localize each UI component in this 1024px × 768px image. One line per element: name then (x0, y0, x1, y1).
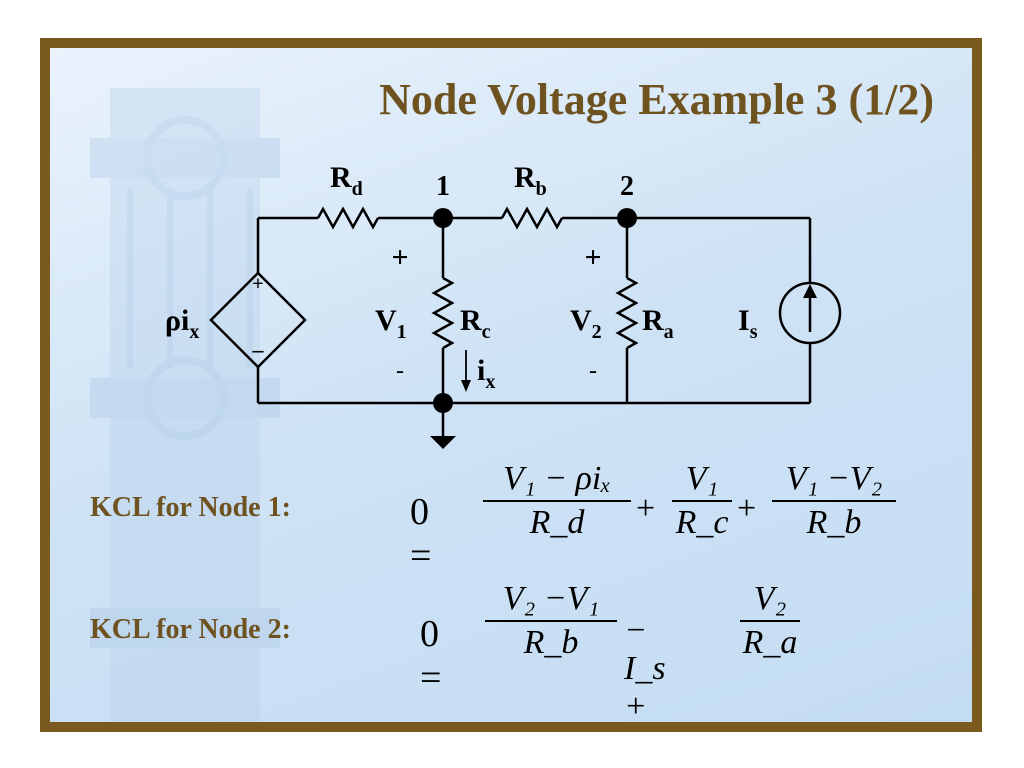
eq1-term-1-num: V₁ − ρiₓ (503, 460, 611, 497)
eq2-term-1-bar (485, 620, 617, 622)
label-ix: ix (477, 354, 495, 393)
eq1-lhs: 0 = (410, 491, 432, 577)
eq2-term-2-num: V₂ (753, 580, 787, 617)
eq1-plus-1: + (636, 490, 656, 527)
current-source-arrowhead (803, 284, 817, 298)
v1-minus: - (396, 358, 404, 384)
ix-arrowhead (461, 380, 471, 392)
node-1-label: 1 (436, 171, 450, 202)
eq1-term-3-den: R_b (806, 504, 862, 541)
v1-plus: + (391, 241, 408, 274)
eq1-term-3-bar (772, 500, 896, 502)
label-v2: V2 (570, 304, 602, 343)
slide-background (50, 48, 972, 722)
label-rd: Rd (330, 161, 363, 200)
kcl-node-2-label: KCL for Node 2: (90, 614, 291, 645)
resistor-ra-zigzag (615, 276, 639, 350)
eq1-term-1-den: R_d (529, 504, 585, 541)
ground-node-dot (433, 393, 453, 413)
node-2-label: 2 (620, 171, 634, 202)
label-v1: V1 (375, 304, 407, 343)
label-rc: Rc (460, 304, 491, 343)
eq2-term-2: V₂ R_a (740, 580, 800, 662)
eq2-term-2-bar (740, 620, 800, 622)
eq1-term-2-num: V₁ (685, 460, 719, 497)
label-rb: Rb (514, 161, 547, 200)
resistor-rd-zigzag (316, 206, 380, 230)
column-watermark (90, 88, 280, 722)
node-1-dot (433, 208, 453, 228)
eq2-term-1: V₂ −V₁ R_b (485, 580, 617, 662)
v2-minus: - (589, 358, 597, 384)
dep-source-plus: + (252, 273, 263, 295)
eq1-term-2-bar (672, 500, 732, 502)
dep-source-minus: – (252, 337, 265, 362)
resistor-rc-zigzag (431, 276, 455, 350)
label-ra: Ra (642, 304, 674, 343)
eq2-term-1-num: V₂ −V₁ (502, 580, 600, 617)
eq1-plus-2: + (737, 490, 757, 527)
label-dependent-source: ρix (165, 304, 199, 343)
eq1-term-3: V₁ −V₂ R_b (772, 460, 896, 542)
eq1-term-1: V₁ − ρiₓ R_d (483, 460, 631, 542)
v2-plus: + (584, 241, 601, 274)
ground-symbol (430, 436, 456, 449)
node-2-dot (617, 208, 637, 228)
resistor-rb-zigzag (500, 206, 564, 230)
eq2-term-2-den: R_a (742, 624, 798, 661)
eq1-term-2: V₁ R_c (672, 460, 732, 542)
eq2-middle: − I_s + (624, 612, 666, 725)
eq2-lhs: 0 = (420, 613, 442, 699)
slide-title: Node Voltage Example 3 (1/2) (379, 75, 934, 124)
eq1-term-2-den: R_c (675, 504, 729, 541)
eq1-term-3-num: V₁ −V₂ (785, 460, 883, 497)
kcl-node-1-label: KCL for Node 1: (90, 492, 291, 523)
eq1-term-1-bar (483, 500, 631, 502)
label-is: Is (738, 304, 758, 343)
eq2-term-1-den: R_b (523, 624, 579, 661)
